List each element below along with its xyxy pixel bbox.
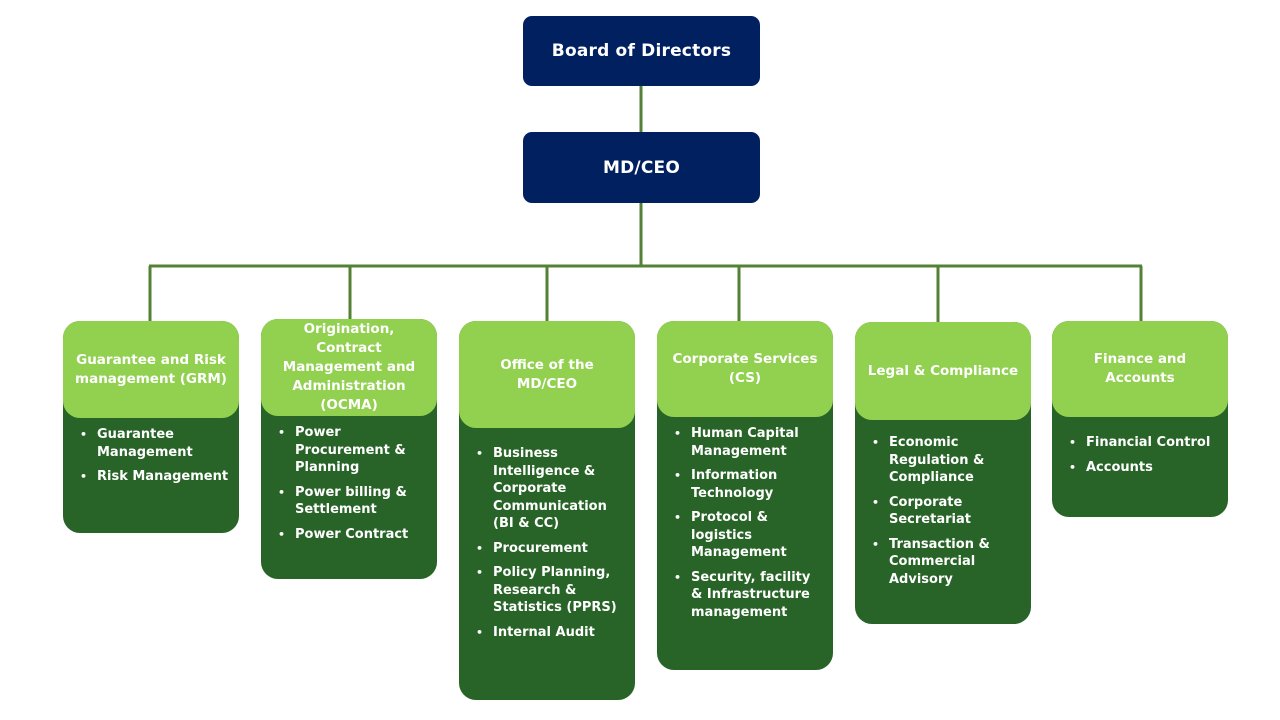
function-item: Power Contract [278, 526, 429, 544]
function-item: Power billing & Settlement [278, 484, 429, 519]
function-item: Human Capital Management [674, 425, 825, 460]
department-header: Legal & Compliance [855, 322, 1031, 420]
function-item: Corporate Secretariat [872, 494, 1023, 529]
function-item: Business Intelligence & Corporate Commun… [476, 445, 627, 533]
department-header: Origination, Contract Management and Adm… [261, 319, 437, 416]
department-office-md-ceo: Office of the MD/CEO Business Intelligen… [459, 321, 635, 700]
department-function-list: Financial Control Accounts [1052, 417, 1228, 493]
department-ocma: Origination, Contract Management and Adm… [261, 319, 437, 579]
function-item: Financial Control [1069, 434, 1220, 452]
md-ceo-box: MD/CEO [523, 132, 760, 203]
department-finance-accounts: Finance and Accounts Financial Control A… [1052, 321, 1228, 517]
function-item: Guarantee Management [80, 426, 231, 461]
function-item: Security, facility & Infrastructure mana… [674, 569, 825, 622]
function-item: Internal Audit [476, 624, 627, 642]
department-header: Office of the MD/CEO [459, 321, 635, 428]
department-function-list: Economic Regulation & Compliance Corpora… [855, 420, 1031, 605]
department-function-list: Guarantee Management Risk Management [63, 418, 239, 503]
ceo-label: MD/CEO [603, 157, 680, 178]
function-item: Transaction & Commercial Advisory [872, 536, 1023, 589]
function-item: Power Procurement & Planning [278, 424, 429, 477]
department-header: Guarantee and Risk management (GRM) [63, 321, 239, 418]
department-header: Finance and Accounts [1052, 321, 1228, 417]
department-title: Finance and Accounts [1093, 351, 1187, 386]
board-label: Board of Directors [551, 41, 732, 61]
function-item: Procurement [476, 540, 627, 558]
department-title: Legal & Compliance [867, 362, 1019, 379]
department-corporate-services: Corporate Services (CS) Human Capital Ma… [657, 321, 833, 670]
department-title: Origination, Contract Management and Adm… [282, 321, 416, 413]
department-title: Office of the MD/CEO [500, 356, 594, 392]
department-function-list: Power Procurement & Planning Power billi… [261, 416, 437, 560]
function-item: Risk Management [80, 468, 231, 486]
department-function-list: Business Intelligence & Corporate Commun… [459, 428, 635, 658]
function-item: Accounts [1069, 459, 1220, 477]
department-header: Corporate Services (CS) [657, 321, 833, 417]
function-item: Information Technology [674, 467, 825, 502]
function-item: Policy Planning, Research & Statistics (… [476, 564, 627, 617]
department-grm: Guarantee and Risk management (GRM) Guar… [63, 321, 239, 533]
function-item: Protocol & logistics Management [674, 509, 825, 562]
department-function-list: Human Capital Management Information Tec… [657, 417, 833, 638]
department-title: Corporate Services (CS) [672, 351, 818, 386]
function-item: Economic Regulation & Compliance [872, 434, 1023, 487]
department-title: Guarantee and Risk management (GRM) [75, 351, 227, 387]
board-of-directors-box: Board of Directors [523, 16, 760, 86]
department-legal-compliance: Legal & Compliance Economic Regulation &… [855, 322, 1031, 624]
